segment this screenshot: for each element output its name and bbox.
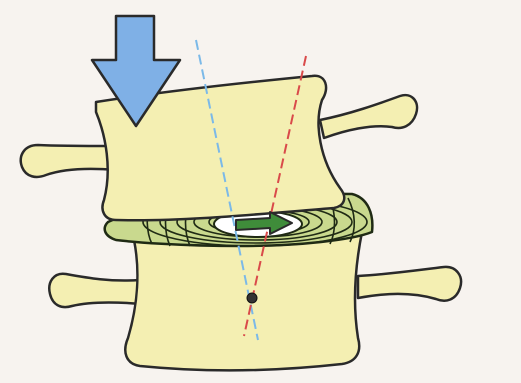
upper-transverse-process-right (320, 95, 417, 138)
lower-vertebral-body (125, 230, 362, 370)
lower-transverse-process-right (358, 267, 461, 301)
dot-icon (247, 293, 257, 303)
upper-transverse-process-left (21, 145, 116, 177)
lower-transverse-process-left (49, 274, 142, 307)
